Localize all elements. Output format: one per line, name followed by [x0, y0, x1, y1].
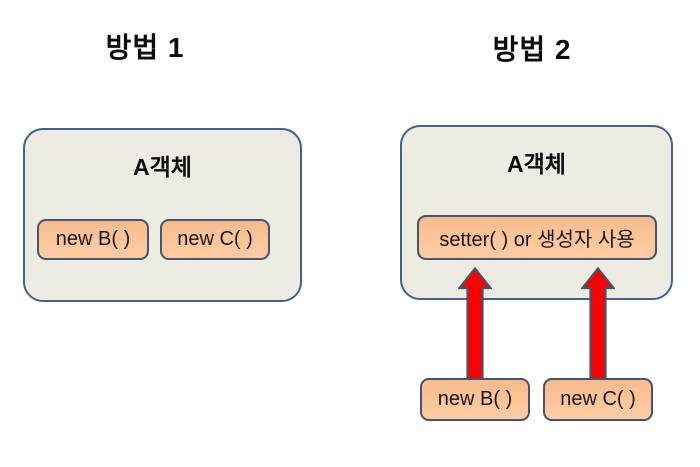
method2-setter-box: setter( ) or 생성자 사용	[417, 215, 657, 260]
method2-a-object-container: A객체 setter( ) or 생성자 사용	[400, 125, 673, 300]
method2-new-b-box: new B( )	[420, 378, 530, 421]
method1-new-c-box: new C( )	[160, 219, 270, 260]
method1-new-b-box: new B( )	[37, 219, 149, 260]
method2-a-object-label: A객체	[507, 151, 566, 177]
method1-a-object-container: A객체 new B( ) new C( )	[23, 128, 302, 302]
method1-a-object-label: A객체	[133, 154, 192, 180]
method2-title: 방법 2	[492, 34, 572, 65]
up-arrow-icon	[581, 267, 615, 380]
up-arrow-icon	[458, 267, 492, 380]
method2-new-c-box: new C( )	[543, 378, 653, 421]
method1-title: 방법 1	[105, 32, 185, 63]
